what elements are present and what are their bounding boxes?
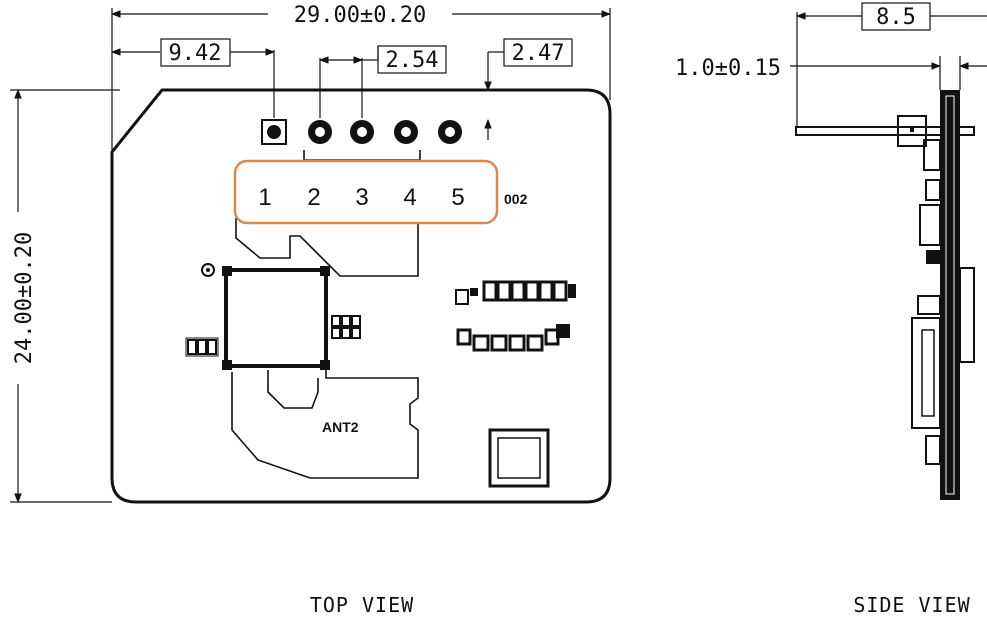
side-pcb-board xyxy=(940,90,960,500)
antenna-silkscreen-label: ANT2 xyxy=(322,419,359,435)
right-component-cluster xyxy=(331,315,361,339)
pin-pitch-label: 2.54 xyxy=(386,48,439,73)
pin-number-4: 4 xyxy=(403,184,416,211)
side-pcb-inner xyxy=(945,95,955,495)
side-length-dimension: 8.5 xyxy=(796,2,987,126)
side-view-caption: SIDE VIEW xyxy=(853,593,970,617)
side-header-pin xyxy=(795,115,975,147)
pin-1-hole xyxy=(267,125,281,139)
top-view: 29.00±0.20 9.42 2.54 2.47 xyxy=(10,3,612,617)
side-components xyxy=(911,139,975,465)
pin-number-highlight xyxy=(233,159,499,225)
pin-5-pad xyxy=(438,120,462,144)
pin-number-2: 2 xyxy=(307,184,320,211)
left-component-cluster xyxy=(185,337,219,357)
pin-holes xyxy=(261,119,462,145)
board-thickness-dimension: 1.0±0.15 xyxy=(675,56,987,90)
pin-edge-offset-dimension: 2.47 xyxy=(470,38,573,140)
pin-1-pad xyxy=(261,119,287,145)
smd-row-lower xyxy=(456,324,570,352)
overall-width-label: 29.00±0.20 xyxy=(294,3,426,28)
square-test-pad xyxy=(488,428,550,488)
top-view-caption: TOP VIEW xyxy=(310,593,414,617)
antenna-trace-outline xyxy=(231,370,419,479)
ref-silkscreen-label: 002 xyxy=(504,191,528,207)
pin1-offset-dimension: 9.42 xyxy=(111,38,275,118)
side-view: 8.5 1.0±0.15 xyxy=(675,2,987,617)
board-outline xyxy=(110,88,612,504)
side-length-label: 8.5 xyxy=(876,5,916,30)
overall-height-label: 24.00±0.20 xyxy=(12,232,37,364)
pin-number-labels: 1 2 3 4 5 xyxy=(258,184,464,211)
pin-2-pad xyxy=(308,120,332,144)
pin-3-pad xyxy=(350,120,374,144)
board-thickness-label: 1.0±0.15 xyxy=(675,56,781,81)
pin-pitch-dimension: 2.54 xyxy=(319,45,447,118)
overall-height-dimension: 24.00±0.20 xyxy=(10,89,120,503)
smd-row-upper xyxy=(455,280,576,305)
overall-width-dimension: 29.00±0.20 xyxy=(111,3,611,150)
pin-number-1: 1 xyxy=(258,184,271,211)
pin-number-5: 5 xyxy=(451,184,464,211)
pin1-offset-label: 9.42 xyxy=(169,41,222,66)
pin-number-3: 3 xyxy=(355,184,368,211)
pin-edge-offset-label: 2.47 xyxy=(512,41,565,66)
shield-can xyxy=(201,263,330,370)
pin-4-pad xyxy=(394,120,418,144)
